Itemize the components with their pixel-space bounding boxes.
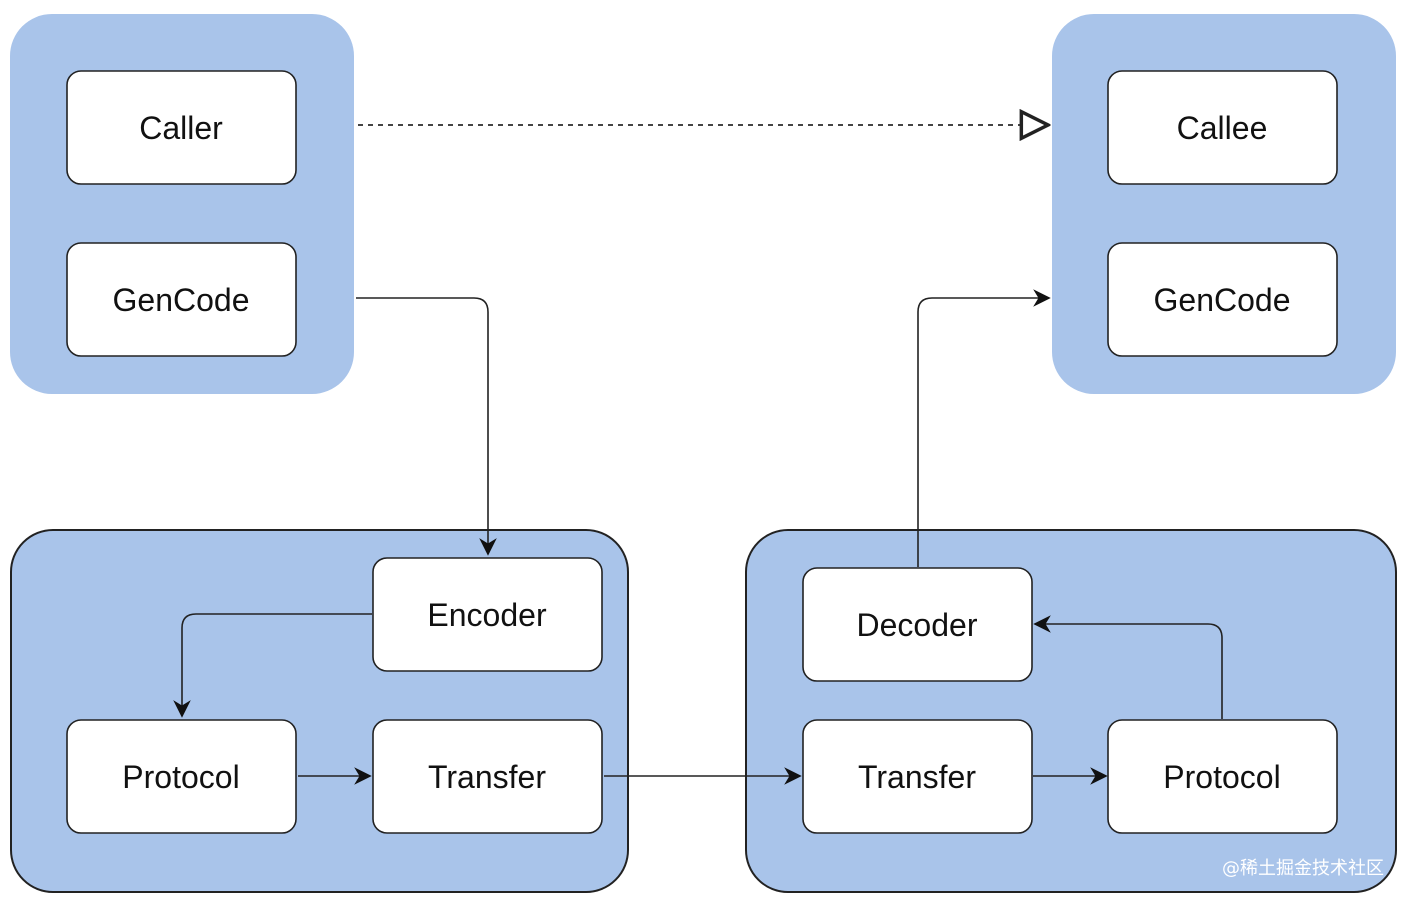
server-protocol-node: Protocol bbox=[1107, 719, 1338, 834]
server-decoder-node: Decoder bbox=[802, 567, 1033, 682]
client-protocol-node: Protocol bbox=[66, 719, 297, 834]
edge-encoder-to-protocol bbox=[173, 613, 372, 718]
callee-gencode-label: GenCode bbox=[1154, 282, 1291, 318]
server-transfer-label: Transfer bbox=[858, 759, 976, 795]
client-protocol-label: Protocol bbox=[122, 759, 239, 795]
server-decoder-label: Decoder bbox=[857, 607, 978, 643]
caller-node: Caller bbox=[66, 70, 297, 185]
callee-label: Callee bbox=[1177, 110, 1268, 146]
client-transfer-node: Transfer bbox=[372, 719, 603, 834]
client-encoder-node: Encoder bbox=[372, 557, 603, 672]
callee-node: Callee bbox=[1107, 70, 1338, 185]
caller-gencode-node: GenCode bbox=[66, 242, 297, 357]
server-transfer-node: Transfer bbox=[802, 719, 1033, 834]
client-transfer-label: Transfer bbox=[428, 759, 546, 795]
client-encoder-label: Encoder bbox=[427, 597, 547, 633]
caller-label: Caller bbox=[139, 110, 223, 146]
edge-protocol-to-decoder bbox=[1033, 615, 1223, 719]
platform-credit: @稀土掘金技术社区 bbox=[1222, 858, 1384, 879]
callee-gencode-node: GenCode bbox=[1107, 242, 1338, 357]
server-protocol-label: Protocol bbox=[1163, 759, 1280, 795]
edge-decoder-to-callee-group bbox=[917, 289, 1051, 567]
edge-caller-group-to-encoder bbox=[356, 297, 497, 556]
caller-gencode-label: GenCode bbox=[113, 282, 250, 318]
